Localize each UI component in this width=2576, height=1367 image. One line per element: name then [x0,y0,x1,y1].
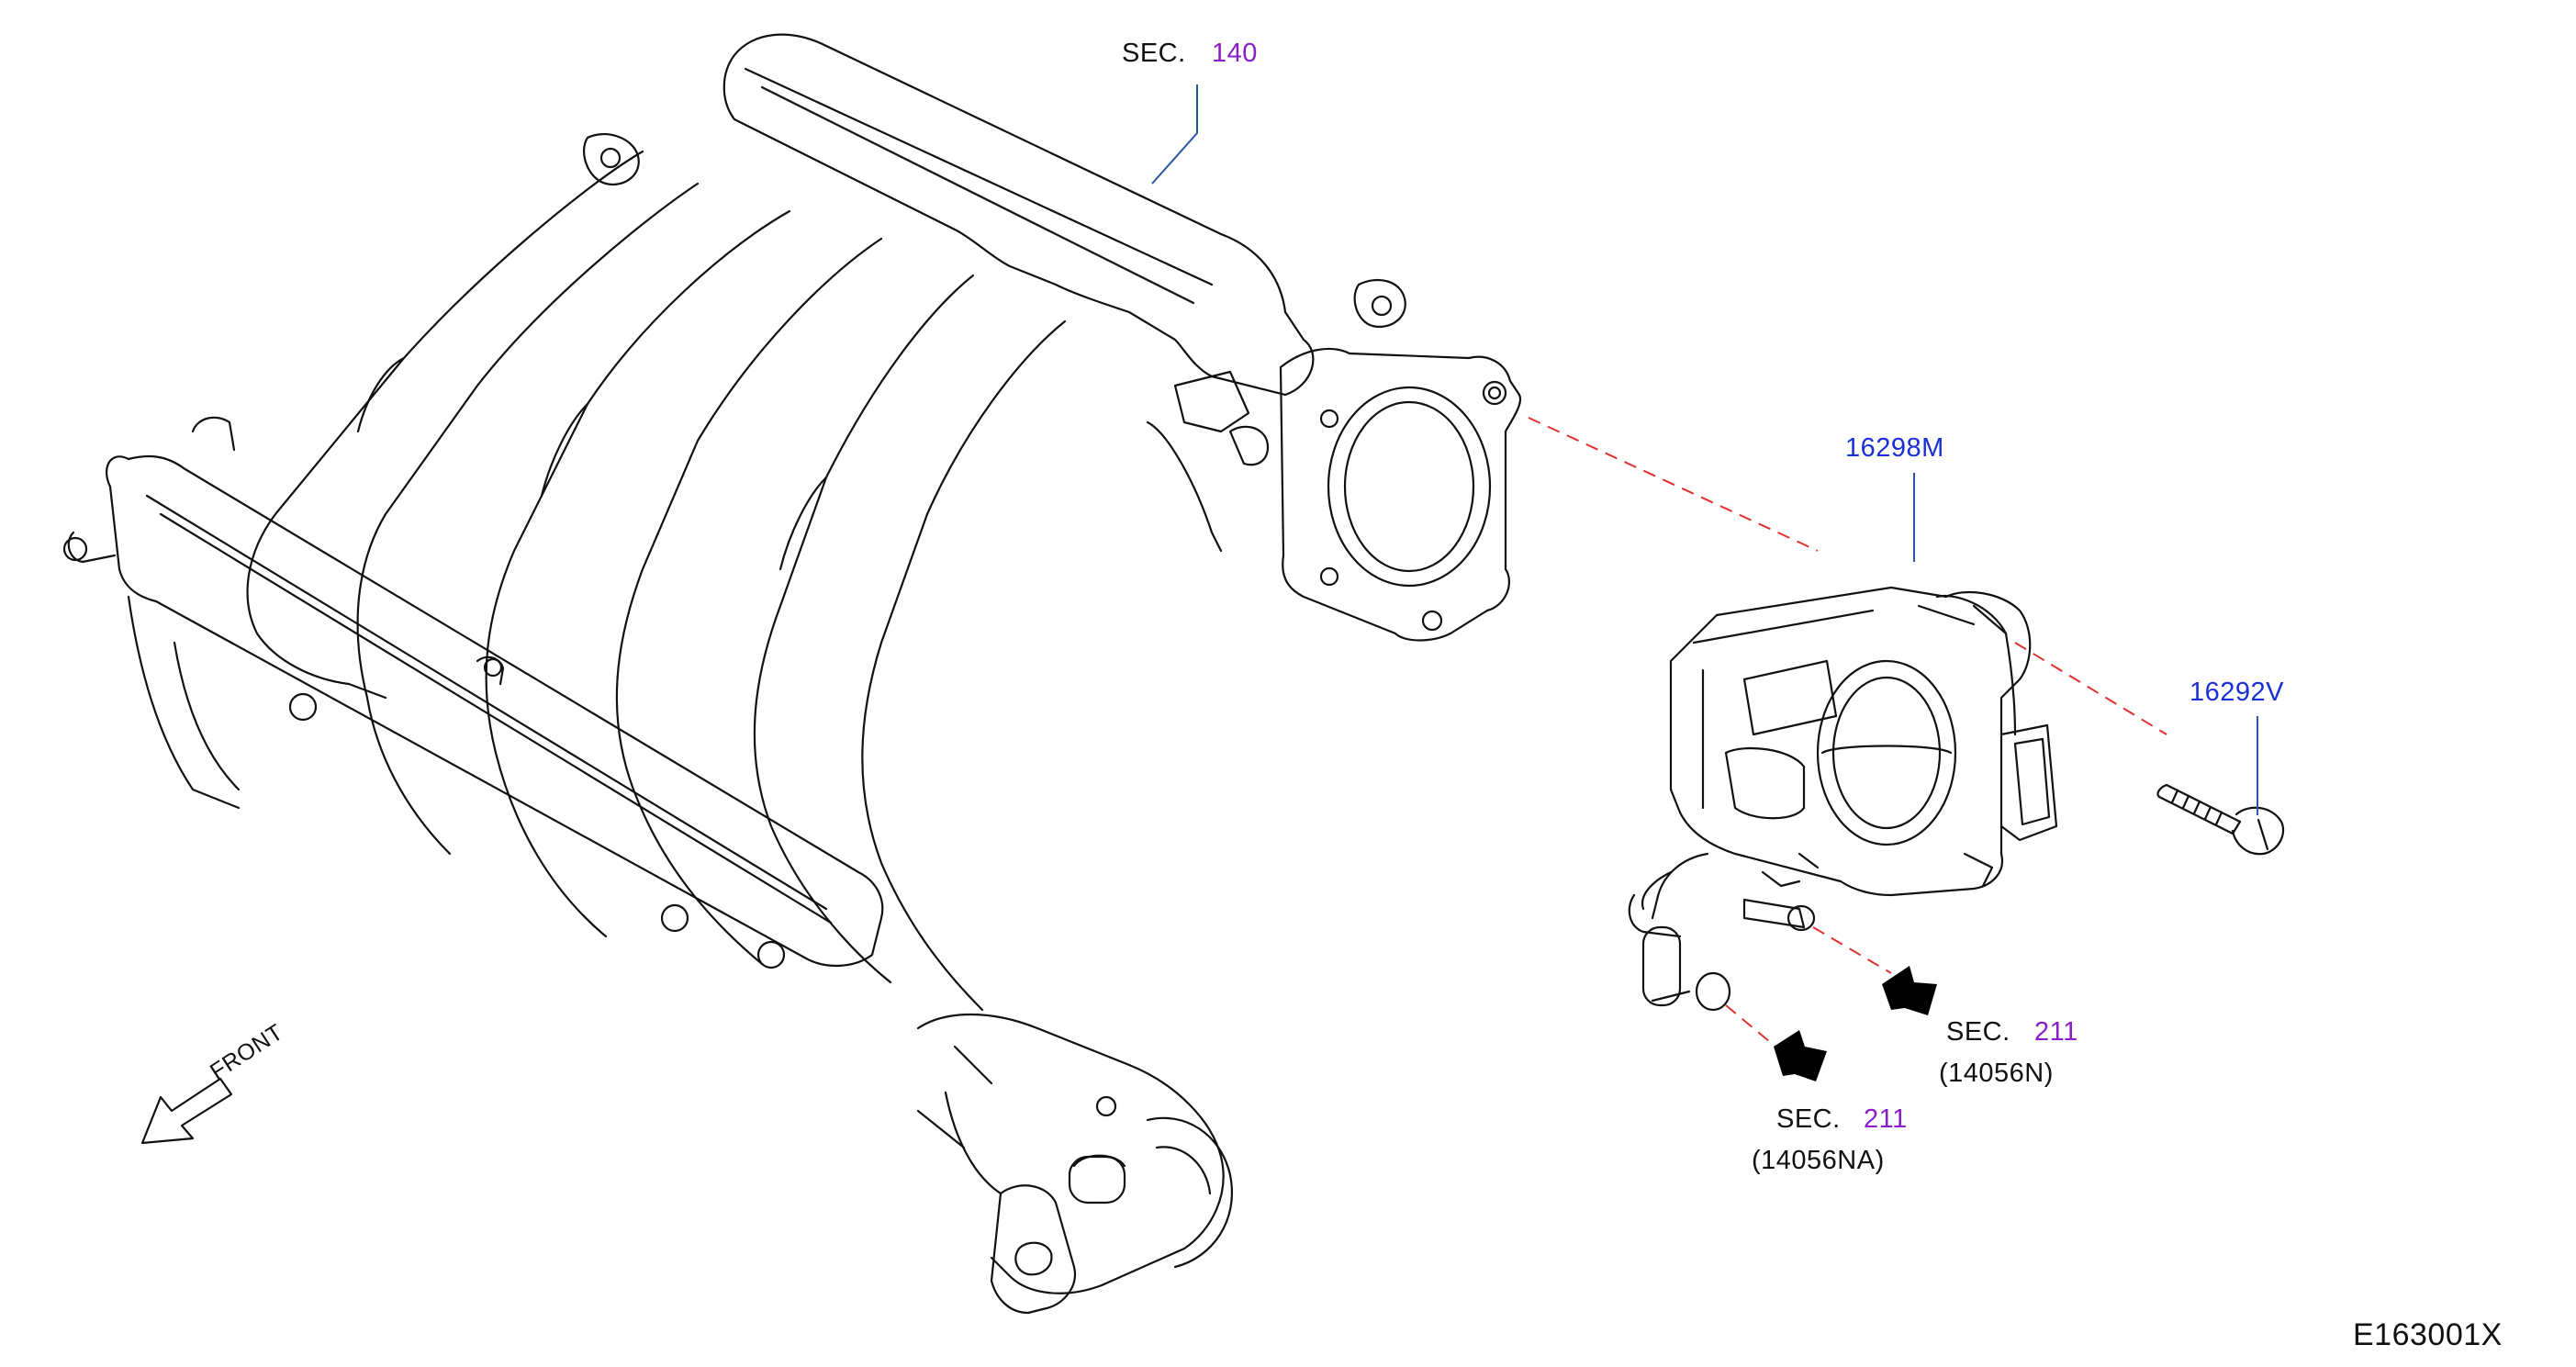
sec-211-a-link[interactable]: 211 [2034,1017,2078,1047]
sec-140-link[interactable]: 140 [1212,39,1258,68]
diagram-code: E163001X [2353,1317,2503,1352]
flow-arrows [1774,966,1937,1081]
leader-lines [1151,84,2258,815]
sec-211-a-prefix: SEC. [1946,1017,2010,1047]
intake-manifold [62,33,1522,1315]
sec-211-b-part: (14056NA) [1752,1146,1885,1175]
bolt [2156,783,2285,856]
installation-lines [1528,417,2167,1052]
throttle-body [1628,586,2058,1012]
sec-211-a-part: (14056N) [1939,1059,2054,1088]
sec-211-b-link[interactable]: 211 [1864,1104,1908,1134]
callout-16298m[interactable]: 16298M [1845,433,1944,463]
front-arrow [140,1077,233,1145]
sec-211-b-prefix: SEC. [1776,1104,1841,1134]
callout-16292v[interactable]: 16292V [2190,678,2284,707]
sec-140-prefix: SEC. [1122,39,1186,68]
